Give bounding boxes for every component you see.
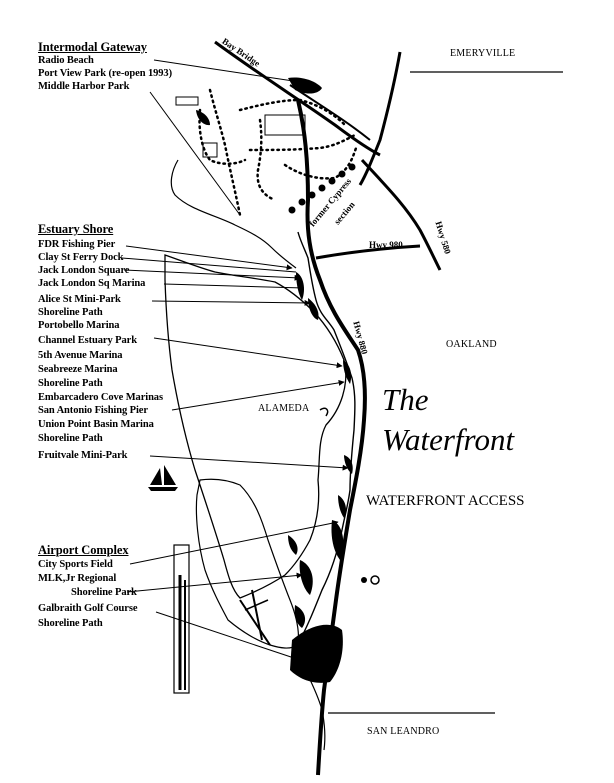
oakland-shoreline — [297, 231, 356, 671]
list-item[interactable]: Clay St Ferry Dock — [38, 252, 124, 263]
list-item[interactable]: Alice St Mini-Park — [38, 294, 121, 305]
list-item[interactable]: Jack London Sq Marina — [38, 278, 146, 289]
list-item[interactable]: Shoreline Park — [71, 587, 137, 598]
list-item[interactable]: Channel Estuary Park — [38, 335, 137, 346]
port-dotted-path-6 — [256, 118, 277, 202]
list-item[interactable]: MLK,Jr Regional — [38, 573, 117, 584]
list-item[interactable]: Shoreline Path — [38, 433, 103, 444]
port-dotted-path-5 — [198, 108, 247, 165]
sailboat-icon — [148, 465, 178, 491]
city-emeryville: EMERYVILLE — [450, 48, 516, 59]
airport-runway-area — [173, 544, 190, 694]
port-shoreline — [170, 159, 297, 269]
runway-diag-2 — [251, 589, 263, 641]
list-item[interactable]: Jack London Square — [38, 265, 130, 276]
list-item[interactable]: San Antonio Fishing Pier — [38, 405, 148, 416]
port-dotted-path-3 — [248, 133, 357, 152]
hwy-980-line — [315, 244, 421, 260]
pond-1 — [370, 575, 380, 585]
port-dotted-path-2 — [238, 98, 347, 127]
list-item[interactable]: Embarcadero Cove Marinas — [38, 392, 163, 403]
list-item[interactable]: Seabreeze Marina — [38, 364, 118, 375]
map-title-line1: The — [382, 382, 429, 417]
runway-diag-3 — [244, 599, 269, 611]
list-item[interactable]: Fruitvale Mini-Park — [38, 450, 128, 461]
port-pier-3 — [264, 114, 306, 136]
list-item[interactable]: FDR Fishing Pier — [38, 239, 116, 250]
list-item[interactable]: 5th Avenue Marina — [38, 350, 123, 361]
runway-diag-1 — [239, 599, 271, 646]
airport-island — [195, 478, 300, 649]
port-pier-1 — [175, 96, 199, 106]
estuary-header: Estuary Shore — [38, 222, 114, 236]
city-oakland: OAKLAND — [446, 339, 497, 350]
road-hwy-980: Hwy 980 — [369, 240, 403, 250]
leader-lines — [121, 59, 349, 662]
list-item[interactable]: Galbraith Golf Course — [38, 603, 138, 614]
list-item[interactable]: Shoreline Path — [38, 378, 103, 389]
map-title-line2: Waterfront — [382, 422, 515, 457]
hwy-580-east — [360, 158, 442, 271]
port-dotted-path-4 — [283, 146, 358, 180]
city-alameda: ALAMEDA — [258, 403, 310, 414]
list-item[interactable]: Middle Harbor Park — [38, 81, 130, 92]
city-san-leandro: SAN LEANDRO — [367, 726, 440, 737]
estuary-bit-1 — [319, 407, 329, 417]
list-item[interactable]: Shoreline Path — [38, 618, 103, 629]
port-dotted-path-1 — [208, 88, 242, 217]
alameda-island — [164, 254, 347, 599]
list-item[interactable]: Union Point Basin Marina — [38, 419, 154, 430]
list-item[interactable]: City Sports Field — [38, 559, 113, 570]
list-item[interactable]: Radio Beach — [38, 55, 94, 66]
list-item[interactable]: Shoreline Path — [38, 307, 103, 318]
pond-2 — [361, 577, 367, 583]
waterfront-access-label: WATERFRONT ACCESS — [366, 493, 525, 509]
park-blobs — [196, 77, 353, 683]
intermodal-header: Intermodal Gateway — [38, 40, 147, 54]
port-pier-2 — [202, 142, 218, 158]
list-item[interactable]: Port View Park (re-open 1993) — [38, 68, 172, 79]
hwy-580-line — [358, 51, 402, 186]
cypress-dots — [288, 163, 356, 214]
bay-bridge-line — [214, 40, 381, 157]
list-item[interactable]: Portobello Marina — [38, 320, 120, 331]
airport-header: Airport Complex — [38, 543, 129, 557]
